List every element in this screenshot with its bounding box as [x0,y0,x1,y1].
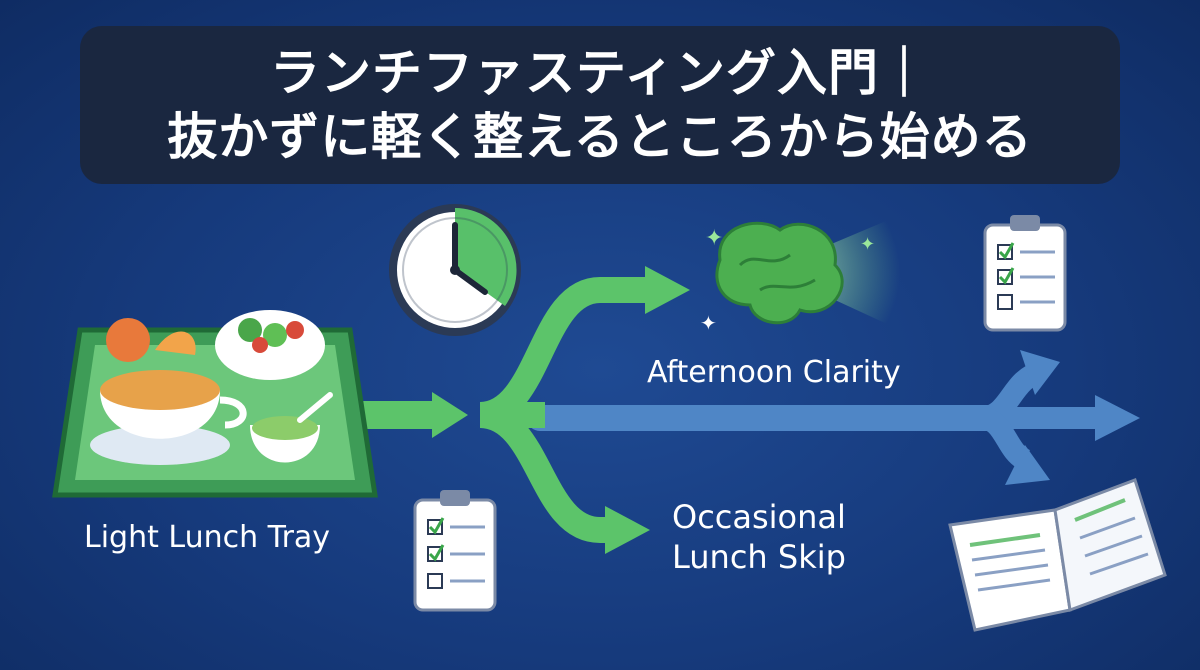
label-occasional-line-2: Lunch Skip [672,538,846,576]
svg-text:✦: ✦ [700,311,717,335]
title-line-2: 抜かずに軽く整えるところから始める [167,108,1033,166]
label-light-lunch-tray: Light Lunch Tray [84,520,331,555]
lunch-tray-icon [52,310,378,498]
title-line-1: ランチファスティング入門｜ [270,44,930,102]
open-book-icon [948,478,1167,632]
label-occasional-line-1: Occasional [672,498,846,536]
brain-icon: ✦ ✦ ✦ [700,215,900,335]
title-banner: ランチファスティング入門｜ 抜かずに軽く整えるところから始める [80,26,1120,184]
label-afternoon-clarity: Afternoon Clarity [647,355,901,390]
svg-text:✦: ✦ [705,226,723,251]
clock-icon [389,204,521,336]
clipboard-icon [983,215,1067,332]
blue-path-arrow [527,350,1140,485]
green-path-arrows [360,266,690,554]
label-occasional-lunch-skip: Occasional Lunch Skip [672,497,846,577]
svg-text:✦: ✦ [860,234,875,255]
clipboard-icon [413,490,497,612]
